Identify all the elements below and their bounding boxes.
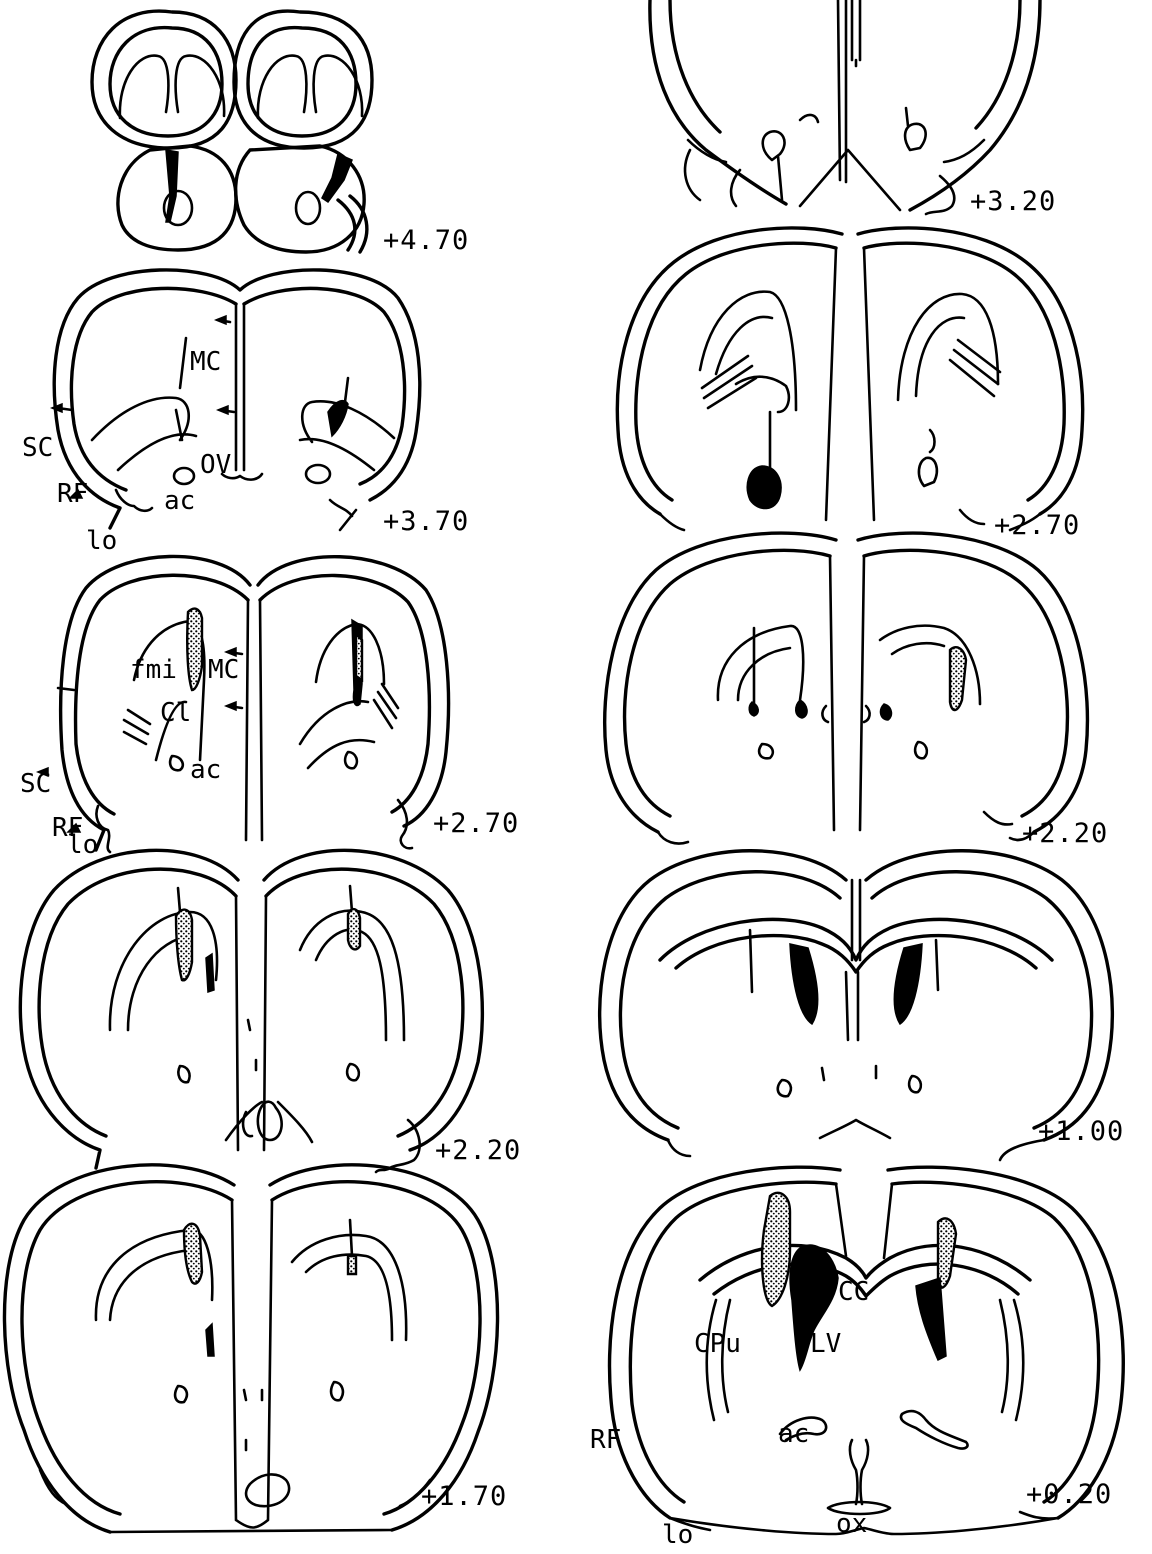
label-ac-3: ac xyxy=(778,1419,809,1449)
label-lo-3: lo xyxy=(662,1520,693,1550)
label-mc-2: MC xyxy=(208,655,239,685)
label-cc: CC xyxy=(838,1277,869,1307)
coordinate-label-s3: +2.70 xyxy=(433,808,519,839)
label-mc: MC xyxy=(190,347,221,377)
label-rf: RF xyxy=(57,479,88,509)
coordinate-label-s2: +3.70 xyxy=(383,506,469,537)
label-ac: ac xyxy=(164,486,195,516)
label-lv: LV xyxy=(810,1329,841,1359)
section-left-1 xyxy=(92,11,372,252)
label-ac-2: ac xyxy=(190,755,221,785)
section-left-3 xyxy=(58,556,449,852)
label-ox: ox xyxy=(836,1509,867,1539)
coordinate-label-s1: +4.70 xyxy=(383,225,469,256)
section-right-2 xyxy=(617,228,1082,530)
section-left-5 xyxy=(4,1165,497,1532)
label-ov: OV xyxy=(200,450,231,480)
coordinate-label-s8: +2.20 xyxy=(1022,818,1108,849)
label-rf-3: RF xyxy=(590,1425,621,1455)
label-sc: SC xyxy=(22,433,53,463)
label-fmi: fmi xyxy=(130,655,177,685)
label-cl: Cl xyxy=(160,698,191,728)
coordinate-label-s10: +0.20 xyxy=(1026,1479,1112,1510)
section-left-2 xyxy=(54,270,420,530)
coordinate-label-s4: +2.20 xyxy=(435,1135,521,1166)
section-right-1 xyxy=(650,0,1040,214)
section-right-4 xyxy=(600,851,1113,1160)
label-cpu: CPu xyxy=(694,1329,741,1359)
label-lo-2: lo xyxy=(67,830,98,860)
section-left-4 xyxy=(20,850,482,1172)
coordinate-label-s5: +1.70 xyxy=(421,1481,507,1512)
label-lo: lo xyxy=(86,526,117,556)
section-right-3 xyxy=(605,533,1088,843)
coordinate-label-s7: +2.70 xyxy=(994,510,1080,541)
coordinate-label-s6: +3.20 xyxy=(970,186,1056,217)
coordinate-label-s9: +1.00 xyxy=(1038,1116,1124,1147)
